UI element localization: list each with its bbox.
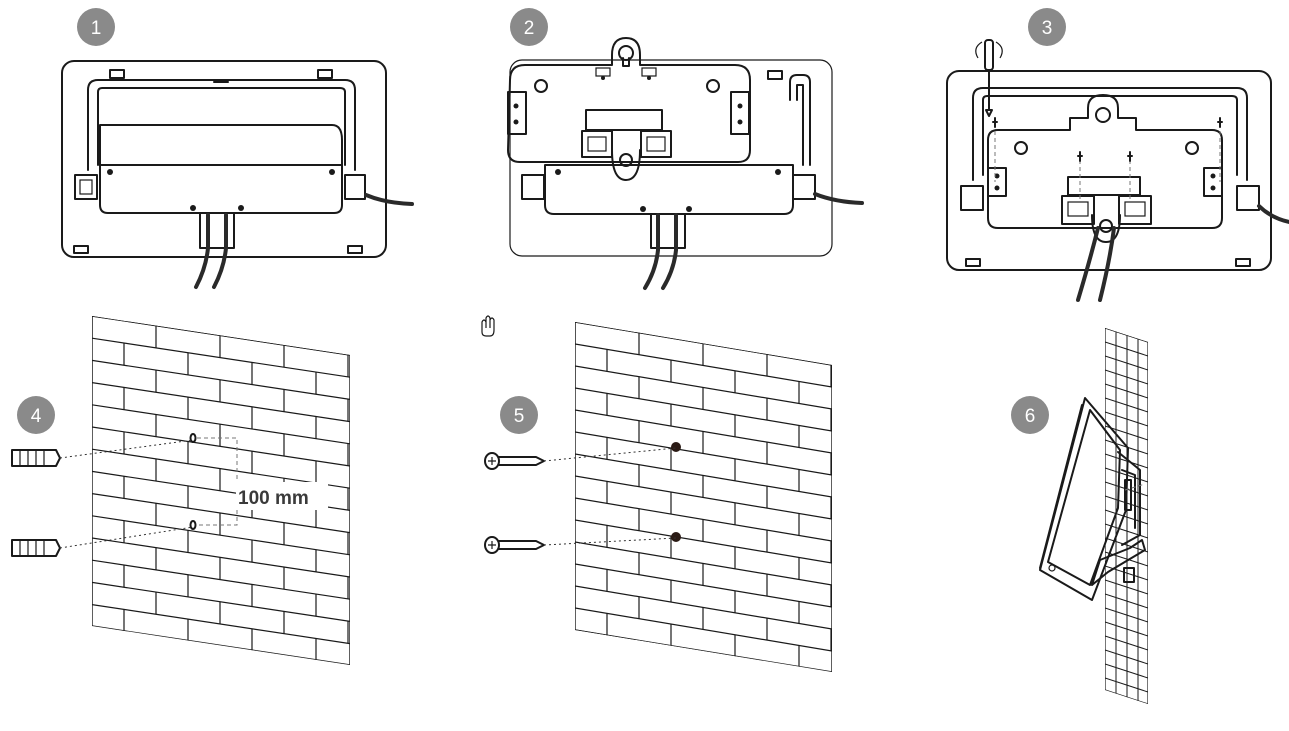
- step-4-number: 4: [31, 406, 42, 427]
- screw-icon: [484, 447, 677, 470]
- brick-line: [92, 515, 350, 556]
- brick-line: [92, 581, 350, 622]
- brick-wall: [92, 316, 350, 665]
- wall-mount-bracket: [507, 37, 751, 181]
- step-1-badge: 1: [77, 8, 115, 46]
- brick-line: [92, 404, 350, 445]
- step-3-badge: 3: [1028, 8, 1066, 46]
- wall-anchor-icon: [11, 526, 194, 557]
- installed-anchors: [671, 442, 681, 542]
- brick-line: [92, 382, 350, 423]
- brick-line: [92, 537, 350, 578]
- wall-mount-bracket: [987, 94, 1223, 243]
- step-4-badge: 4: [17, 396, 55, 434]
- step-4-panel: 4 100 mm: [11, 316, 350, 665]
- brick-line: [575, 563, 832, 608]
- step-2-number: 2: [524, 18, 535, 39]
- step-1-badge-circle: [77, 8, 115, 46]
- brick-line: [92, 604, 350, 645]
- step-4-badge-circle: [17, 396, 55, 434]
- step-5-panel: 5: [481, 315, 832, 672]
- brick-line: [92, 559, 350, 600]
- step-1-number: 1: [91, 18, 102, 39]
- brick-line: [575, 343, 832, 388]
- brick-line: [575, 607, 832, 652]
- step-1-cables: [194, 193, 414, 289]
- brick-line: [575, 519, 832, 564]
- distance-measurement: 100 mm: [238, 488, 309, 509]
- brick-line: [92, 337, 350, 378]
- step-2-cables: [643, 192, 864, 290]
- brick-line: [1105, 706, 1148, 720]
- step-6-number: 6: [1025, 406, 1036, 427]
- step-5-badge: 5: [500, 396, 538, 434]
- hand-cursor-icon: [481, 315, 495, 337]
- brick-line: [92, 316, 350, 356]
- screw-icon: [484, 536, 677, 554]
- brick-line: [92, 493, 350, 534]
- step-2-badge: 2: [510, 8, 548, 46]
- wall-anchor-icon: [11, 439, 194, 467]
- tiled-wall: [1105, 328, 1148, 731]
- screwdriver-icon: [975, 39, 1003, 117]
- step-2-badge-circle: [510, 8, 548, 46]
- step-6-badge: 6: [1011, 396, 1049, 434]
- brick-line: [575, 431, 832, 476]
- step-3-number: 3: [1042, 18, 1053, 39]
- brick-line: [575, 387, 832, 432]
- device-back-view: [61, 60, 387, 258]
- step-5-badge-circle: [500, 396, 538, 434]
- step-3-cables: [1076, 204, 1289, 302]
- mounted-device-side-view: [1039, 397, 1146, 601]
- brick-line: [92, 448, 350, 489]
- distance-label: 100 mm: [236, 482, 328, 510]
- brick-line: [575, 475, 832, 520]
- step-3-badge-circle: [1028, 8, 1066, 46]
- step-6-badge-circle: [1011, 396, 1049, 434]
- brick-line: [1105, 720, 1148, 731]
- step-1-panel: 1: [61, 8, 414, 289]
- brick-line: [92, 359, 350, 400]
- step-2-panel: 2: [507, 8, 864, 290]
- step-3-panel: 3: [946, 8, 1289, 302]
- step-6-panel: 6: [1011, 328, 1148, 731]
- step-5-number: 5: [514, 406, 525, 427]
- brick-wall: [575, 322, 832, 672]
- brick-line: [92, 426, 350, 467]
- drill-holes: [189, 433, 238, 530]
